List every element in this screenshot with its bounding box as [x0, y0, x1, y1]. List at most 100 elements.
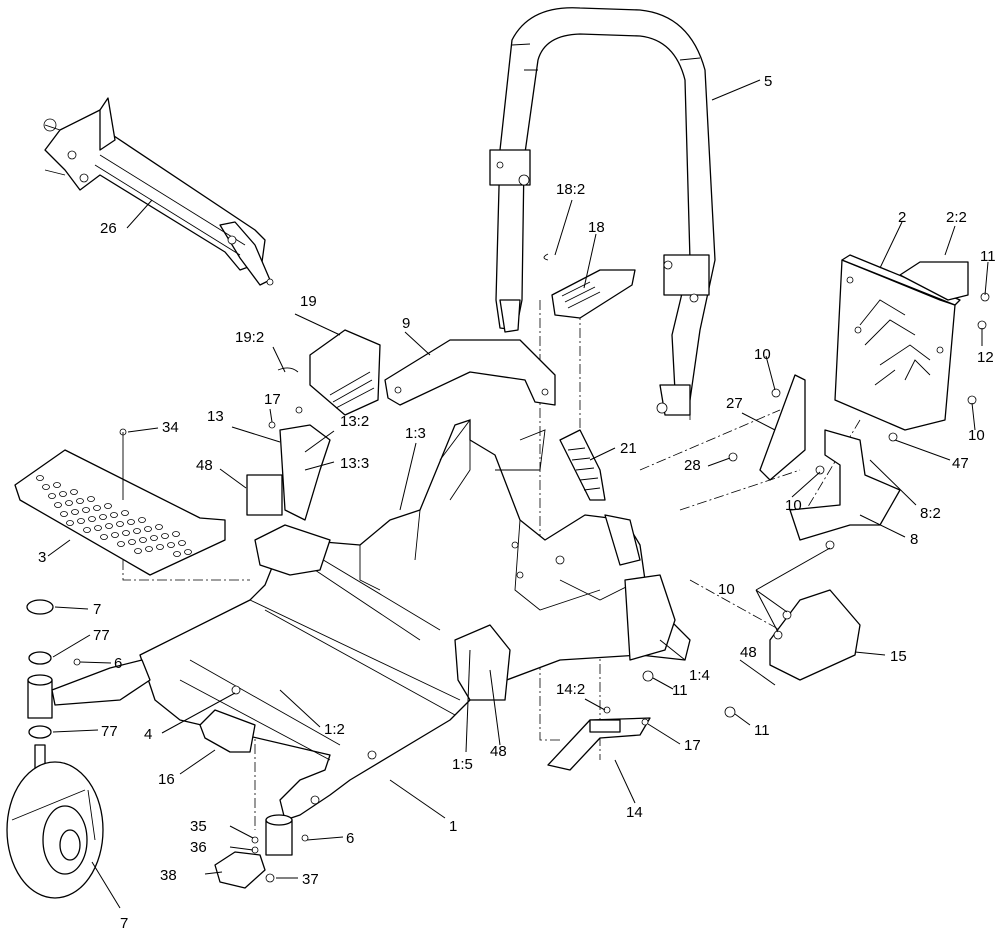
footplate-hole: [155, 524, 163, 530]
callout-2: 2: [898, 209, 906, 226]
callout-1-5: 1:5: [452, 756, 473, 773]
part-6-spindle-cup: [265, 814, 293, 856]
part-21-grille: [559, 429, 606, 501]
part-9-fender: [384, 339, 556, 406]
callout-48: 48: [740, 644, 757, 661]
callout-11: 11: [754, 722, 770, 739]
callout-17: 17: [264, 391, 281, 408]
callout-3: 3: [38, 549, 46, 566]
callout-26: 26: [100, 220, 117, 237]
callout-48: 48: [196, 457, 213, 474]
callout-15: 15: [890, 648, 907, 665]
part-8-bumper: [789, 429, 901, 541]
caster-wheel-assembly: [6, 599, 151, 899]
footplate-hole: [76, 498, 84, 504]
footplate-hole: [105, 523, 113, 529]
callout-1: 1: [449, 818, 457, 835]
footplate-hole: [94, 525, 102, 531]
callout-10: 10: [968, 427, 985, 444]
part-1-main-frame: [139, 418, 691, 821]
footplate-hole: [100, 534, 108, 540]
callout-17: 17: [684, 737, 701, 754]
footplate-hole: [83, 527, 91, 533]
part-16-plate: [199, 709, 256, 753]
callout-6: 6: [346, 830, 354, 847]
footplate-hole: [77, 518, 85, 524]
callout-10: 10: [785, 497, 802, 514]
callout-8-2: 8:2: [920, 505, 941, 522]
part-38-bracket: [214, 851, 266, 889]
footplate-hole: [70, 489, 78, 495]
footplate-hole: [127, 519, 135, 525]
callout-7: 7: [93, 601, 101, 618]
part-13-bracket: [246, 424, 331, 521]
callout-7: 7: [120, 915, 128, 932]
part-15-cover: [769, 589, 861, 681]
callout-10: 10: [718, 581, 735, 598]
callout-9: 9: [402, 315, 410, 332]
callout-36: 36: [190, 839, 207, 856]
callout-13: 13: [207, 408, 224, 425]
callout-37: 37: [302, 871, 319, 888]
footplate-hole: [82, 507, 90, 513]
callout-14: 14: [626, 804, 643, 821]
callout-8: 8: [910, 531, 918, 548]
callout-10: 10: [754, 346, 771, 363]
callout-1-3: 1:3: [405, 425, 426, 442]
footplate-hole: [133, 528, 141, 534]
callout-19-2: 19:2: [235, 329, 264, 346]
footplate-hole: [134, 548, 142, 554]
footplate-hole: [172, 531, 180, 537]
footplate-hole: [111, 532, 119, 538]
footplate-hole: [139, 537, 147, 543]
callout-27: 27: [726, 395, 743, 412]
callout-13-3: 13:3: [340, 455, 369, 472]
part-27-brace: [759, 374, 806, 481]
callout-47: 47: [952, 455, 969, 472]
callout-14-2: 14:2: [556, 681, 585, 698]
footplate-hole: [66, 520, 74, 526]
footplate-hole: [178, 540, 186, 546]
footplate-hole: [42, 484, 50, 490]
footplate-hole: [184, 549, 192, 555]
callout-18: 18: [588, 219, 605, 236]
footplate-hole: [117, 541, 125, 547]
callout-1-4: 1:4: [689, 667, 710, 684]
callout-labels: 5 26 18:2 18 2 2:2 11 12 10 10 10 10 19 …: [38, 73, 996, 932]
footplate-hole: [54, 502, 62, 508]
callout-13-2: 13:2: [340, 413, 369, 430]
part-5-roll-bar: [489, 7, 716, 416]
footplate-hole: [150, 535, 158, 541]
callout-2-2: 2:2: [946, 209, 967, 226]
callout-28: 28: [684, 457, 701, 474]
footplate-hole: [167, 542, 175, 548]
footplate-hole: [138, 517, 146, 523]
footplate-hole: [87, 496, 95, 502]
leader-lines: [47, 79, 989, 909]
part-14-plate: [547, 717, 651, 771]
callout-5: 5: [764, 73, 772, 90]
callout-48: 48: [490, 743, 507, 760]
footplate-hole: [121, 510, 129, 516]
part-2-side-panel: [834, 254, 969, 431]
footplate-hole: [93, 505, 101, 511]
callout-38: 38: [160, 867, 177, 884]
callout-6: 6: [114, 655, 122, 672]
footplate-hole: [128, 539, 136, 545]
part-19-bracket: [277, 329, 381, 416]
footplate-hole: [71, 509, 79, 515]
footplate-hole: [161, 533, 169, 539]
callout-4: 4: [144, 726, 152, 743]
footplate-hole: [104, 503, 112, 509]
callout-11: 11: [980, 248, 996, 265]
footplate-hole: [60, 511, 68, 517]
footplate-hole: [88, 516, 96, 522]
footplate-hole: [144, 526, 152, 532]
part-3-footplate: [14, 449, 226, 576]
callout-21: 21: [620, 440, 637, 457]
callout-16: 16: [158, 771, 175, 788]
callout-77: 77: [93, 627, 110, 644]
callout-12: 12: [977, 349, 994, 366]
